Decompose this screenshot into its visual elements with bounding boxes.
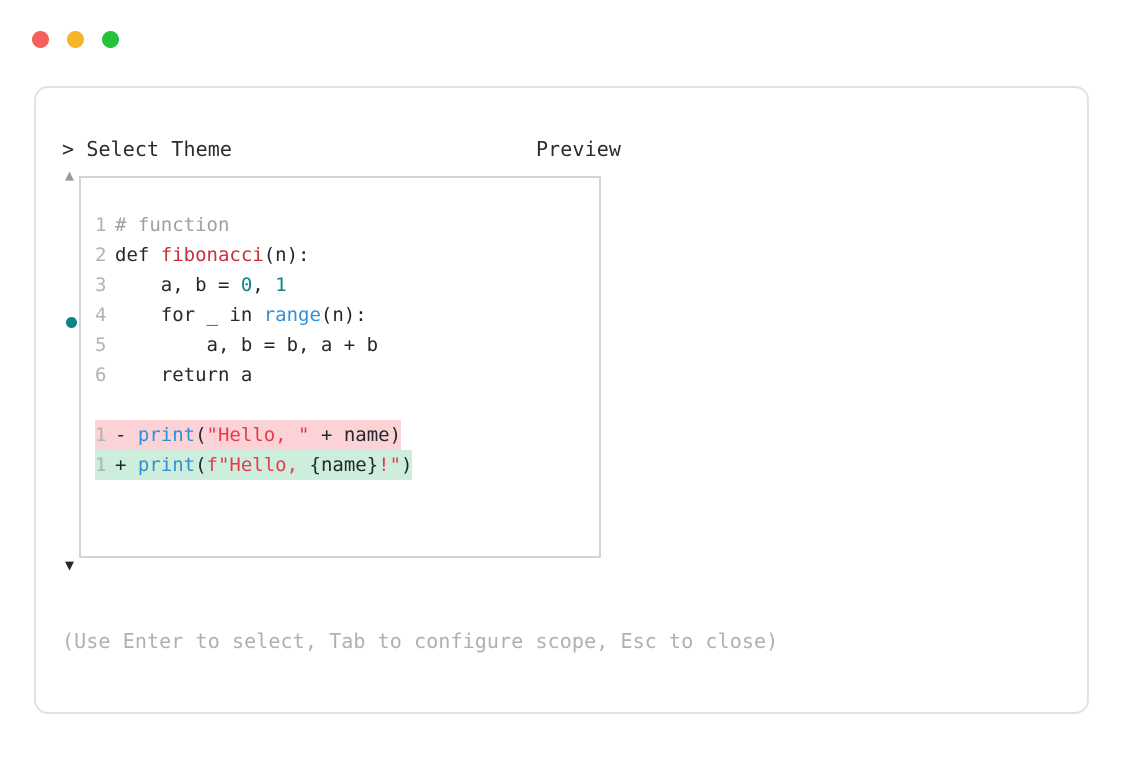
code-token: # function — [115, 214, 230, 236]
line-number: 6 — [95, 364, 107, 386]
code-token: def — [115, 244, 161, 266]
code-token: + name) — [309, 424, 402, 446]
maximize-button[interactable] — [102, 31, 119, 48]
code-token: range — [263, 304, 321, 326]
code-token: !" — [378, 454, 402, 476]
diff-line-number: 1 — [95, 454, 107, 476]
code-token: "Hello, " — [206, 424, 310, 446]
code-line: 2 def fibonacci(n): — [95, 240, 599, 270]
keyboard-hint: (Use Enter to select, Tab to configure s… — [62, 629, 779, 653]
code-token: (n): — [320, 304, 367, 326]
code-token: 0 — [240, 274, 253, 296]
window-controls — [32, 31, 119, 48]
code-token: print — [137, 454, 196, 476]
code-token: ) — [401, 454, 413, 476]
code-token: f"Hello, — [206, 454, 310, 476]
page-title: Select Theme — [86, 137, 233, 161]
code-token: return a — [115, 364, 253, 386]
line-number: 3 — [95, 274, 107, 296]
code-token: (n): — [263, 244, 310, 266]
code-token: ( — [195, 454, 207, 476]
code-token: for _ in — [115, 304, 264, 326]
diff-sign: - — [115, 424, 138, 446]
diff-sign: + — [115, 454, 138, 476]
select-theme-label — [74, 137, 86, 161]
line-number: 5 — [95, 334, 107, 356]
line-number: 4 — [95, 304, 107, 326]
line-number: 1 — [95, 214, 107, 236]
code-token: print — [137, 424, 196, 446]
close-button[interactable] — [32, 31, 49, 48]
code-token: a, b = — [115, 274, 241, 296]
scroll-up-icon[interactable]: ▲ — [65, 166, 75, 184]
diff-line-number: 1 — [95, 424, 107, 446]
preview-pane: Preview — [536, 134, 1066, 164]
code-line: 3 a, b = 0, 1 — [95, 270, 599, 300]
diff-line-added: 1 + print(f"Hello, {name}!") — [95, 450, 413, 480]
select-theme-heading: > Select Theme — [62, 134, 532, 164]
code-line: 1 # function — [95, 210, 599, 240]
code-token: {name} — [309, 454, 379, 476]
code-line: 5 a, b = b, a + b — [95, 330, 599, 360]
code-token: 1 — [275, 274, 287, 296]
code-line: 4 for _ in range(n): — [95, 300, 599, 330]
selected-bullet-icon — [66, 317, 77, 328]
preview-heading: Preview — [536, 137, 621, 161]
scroll-down-icon[interactable]: ▼ — [65, 556, 75, 574]
code-token: ( — [195, 424, 207, 446]
code-line: 6 return a — [95, 360, 599, 390]
diff-line-removed: 1- print("Hello, " + name) — [95, 420, 402, 450]
line-number: 2 — [95, 244, 107, 266]
theme-selector-card: > Select Theme ▲ 1. ANSI Light2. Ayu Lig… — [34, 86, 1089, 714]
prompt-caret: > — [62, 137, 75, 161]
minimize-button[interactable] — [67, 31, 84, 48]
code-token: a, b = b, a + b — [115, 334, 379, 356]
code-token: , — [252, 274, 276, 296]
code-spacer — [95, 390, 599, 420]
code-token: fibonacci — [160, 244, 264, 266]
